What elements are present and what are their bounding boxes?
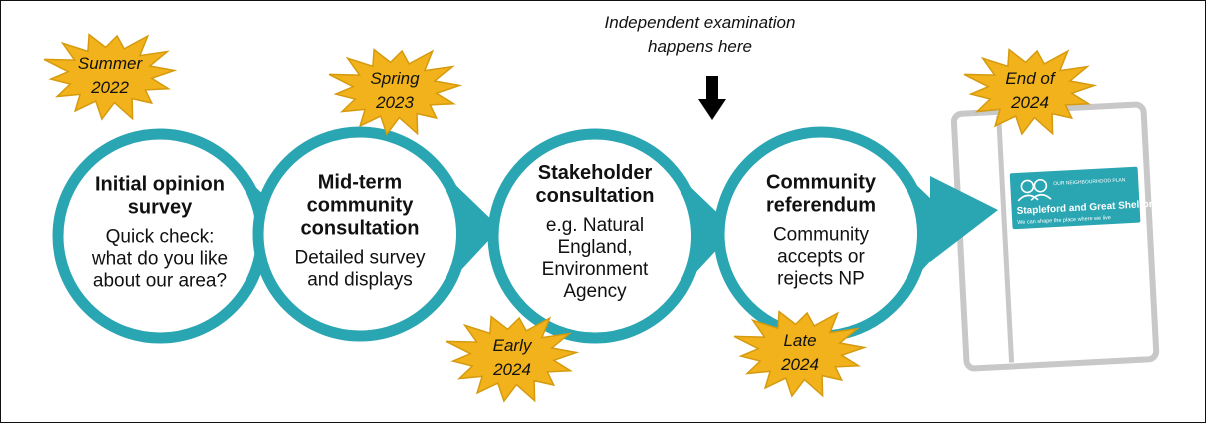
milestone-1-label: 2022 [90,78,129,97]
milestone-2-label: Spring [370,69,420,88]
stage-4-title-line: Community [766,172,877,194]
milestone-2-label: 2023 [375,93,414,112]
stage-1-description-line: about our area? [93,271,227,292]
stage-4-description-line: accepts or [777,247,865,268]
milestone-5-starburst-icon: End of 2024 [963,48,1098,136]
stage-3-description-line: e.g. Natural [546,215,644,236]
milestone-4-label: Late [783,331,816,350]
stage-1-title-line: survey [128,197,193,219]
stage-3-title-line: consultation [536,185,655,207]
milestone-2-starburst-icon: Spring 2023 [328,48,463,136]
milestone-1-label: Summer [78,54,144,73]
stage-3-title-line: Stakeholder [538,162,653,184]
stage-2-arrow-icon [446,176,500,286]
milestone-3-starburst-icon: Early 2024 [445,315,580,403]
document-header: OUR NEIGHBOURHOOD PLAN [1053,177,1126,187]
stage-2-description-line: and displays [307,270,413,291]
milestone-5-label: 2024 [1010,93,1049,112]
stage-4-description-line: rejects NP [777,269,865,290]
stage-4-title-line: referendum [766,195,876,217]
milestone-3-label: Early [493,336,533,355]
stage-3-description-line: Environment [542,259,649,280]
neighbourhood-plan-document-icon: OUR NEIGHBOURHOOD PLAN Stapleford and Gr… [950,101,1160,372]
stage-2-title-line: consultation [301,218,420,240]
milestone-3-label: 2024 [492,360,531,379]
stage-2-title-line: community [307,195,415,217]
milestone-5-label: End of [1005,69,1056,88]
stage-1-description-line: what do you like [91,249,228,270]
stage-1-title-line: Initial opinion [95,174,225,196]
note-line: happens here [648,37,752,56]
milestone-4-label: 2024 [780,355,819,374]
stage-2-ring [252,126,500,342]
final-arrow-icon [930,176,998,262]
independent-examination-arrow-icon [698,76,726,120]
stage-4-description-line: Community [773,225,870,246]
independent-examination-note: Independent examination happens here [605,13,796,56]
stage-1-description-line: Quick check: [106,227,215,248]
stage-2-title-line: Mid-term [318,172,402,194]
note-line: Independent examination [605,13,796,32]
milestone-4-starburst-icon: Late 2024 [733,310,868,398]
stage-3-arrow-icon [681,178,735,288]
milestone-1-starburst-icon: Summer 2022 [43,33,178,121]
document-tagline: We can shape the place where we live [1017,215,1111,226]
document-banner [1009,166,1141,230]
stage-3-ring [487,128,735,344]
stage-3-description-line: England, [557,237,632,258]
stage-2-description-line: Detailed survey [295,248,426,269]
stage-3-description-line: Agency [563,281,627,302]
